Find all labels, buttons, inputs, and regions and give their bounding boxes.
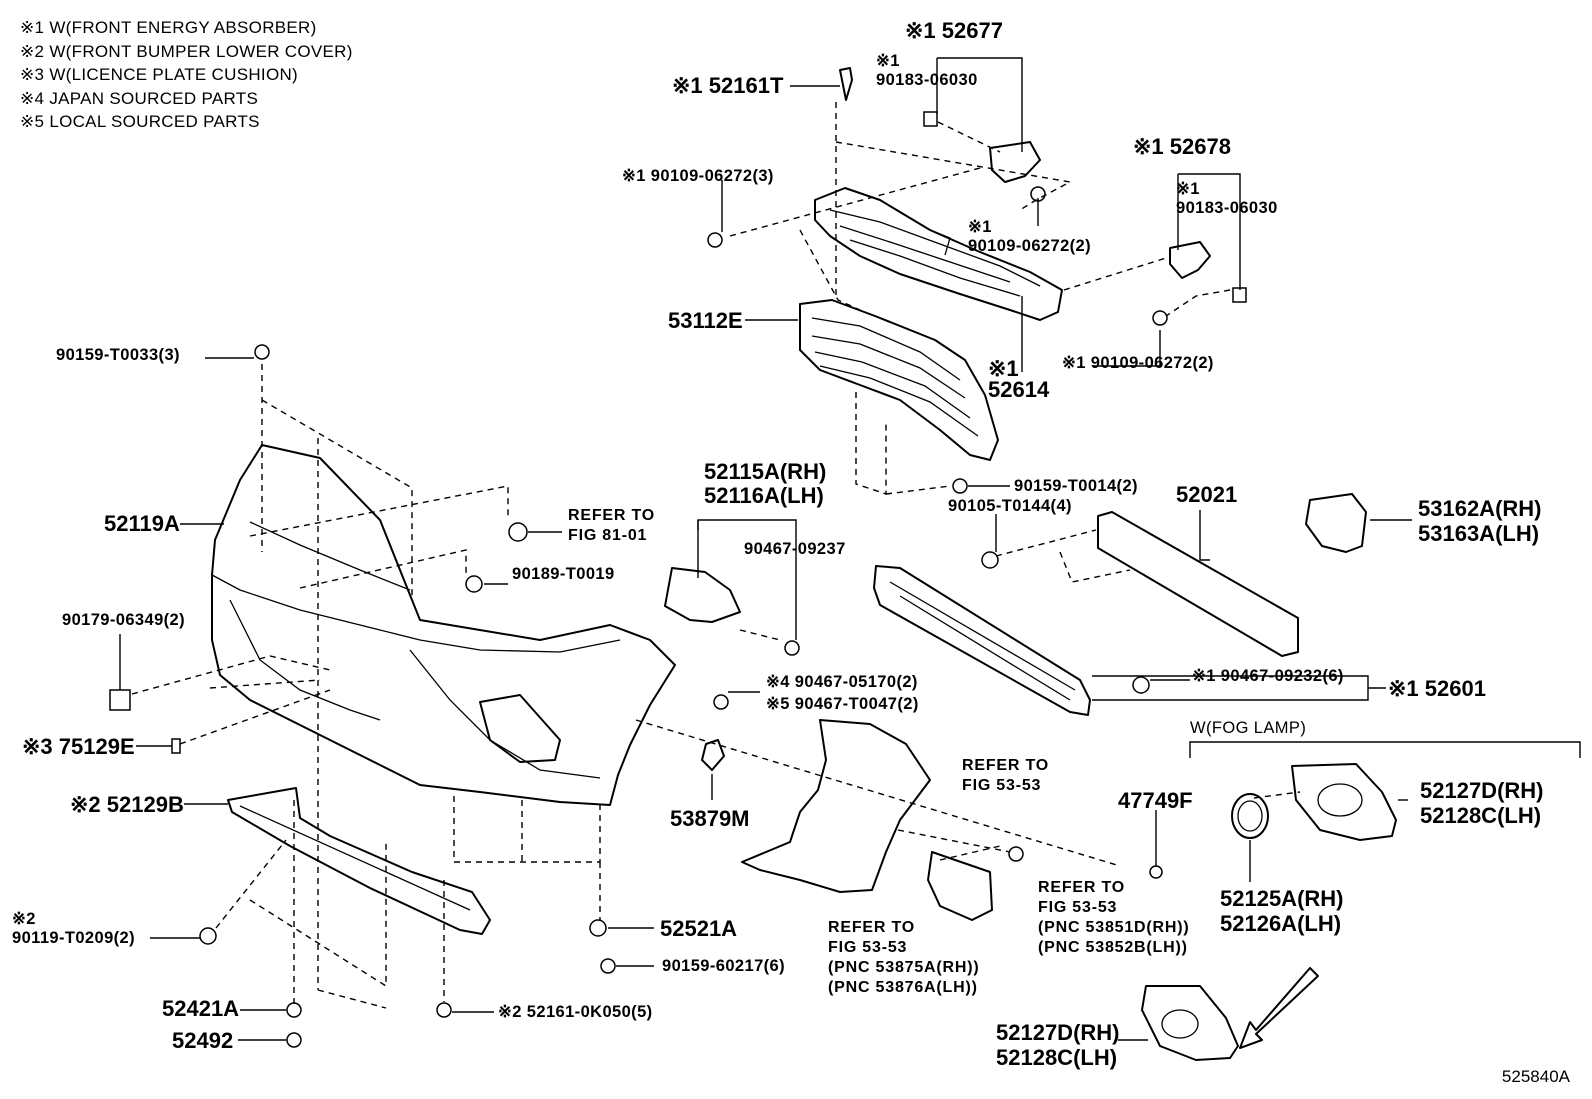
label-fog-lamp: W(FOG LAMP) <box>1190 719 1307 737</box>
leader-lines <box>119 57 1412 1041</box>
legend-item-5: ※5 LOCAL SOURCED PARTS <box>20 112 260 131</box>
label-90179-06349: 90179-06349(2) <box>62 611 186 629</box>
label-52421A: 52421A <box>162 996 240 1021</box>
label-52614: ※1 52614 <box>988 356 1050 402</box>
label-90159-60217: 90159-60217(6) <box>662 957 786 975</box>
label-53162A: 53162A(RH) 53163A(LH) <box>1418 496 1542 546</box>
fasteners <box>109 67 1168 1048</box>
bumper-cover-52119A <box>211 444 676 806</box>
bracket-52677 <box>923 111 1041 183</box>
grille-53112E <box>799 299 999 461</box>
label-53112E: 53112E <box>668 308 743 333</box>
label-52492: 52492 <box>172 1028 234 1053</box>
legend-item-2: ※2 W(FRONT BUMPER LOWER COVER) <box>20 41 353 61</box>
fog-lamp-cover-lower <box>1141 985 1239 1061</box>
label-52601: ※1 52601 <box>1388 676 1486 701</box>
label-52521A: 52521A <box>660 916 738 941</box>
label-52677: ※1 52677 <box>905 18 1003 43</box>
fog-lamp-cover-upper <box>1291 763 1397 841</box>
reinforcement-52021 <box>1097 511 1299 657</box>
illustration-code: 525840A <box>1501 1067 1570 1086</box>
label-52678: ※1 52678 <box>1133 134 1231 159</box>
label-52021: 52021 <box>1176 482 1238 507</box>
refer-fig-53-53-a: REFER TO FIG 53-53 <box>962 757 1050 794</box>
bracket-53162A <box>1305 493 1367 553</box>
label-52127D-lower: 52127D(RH) 52128C(LH) <box>996 1020 1120 1070</box>
label-90159-T0014: 90159-T0014(2) <box>1014 477 1138 495</box>
legend: ※1 W(FRONT ENERGY ABSORBER) ※2 W(FRONT B… <box>20 16 353 134</box>
fog-lamp-ring <box>1231 793 1269 839</box>
label-47749F: 47749F <box>1118 788 1193 813</box>
label-52129B: ※2 52129B <box>70 792 184 817</box>
label-52119A: 52119A <box>104 511 180 536</box>
label-52161-0K050: ※2 52161-0K050(5) <box>498 1003 653 1021</box>
clip-53879M <box>701 739 725 771</box>
side-bracket-52115A <box>664 567 741 623</box>
legend-item-1: ※1 W(FRONT ENERGY ABSORBER) <box>20 18 317 37</box>
legend-item-4: ※4 JAPAN SOURCED PARTS <box>20 88 259 108</box>
label-75129E: ※3 75129E <box>22 734 135 759</box>
refer-fig-81-01: REFER TO FIG 81-01 <box>568 507 656 544</box>
label-90467-T0047: ※5 90467-T0047(2) <box>766 695 919 713</box>
label-90159-T0033: 90159-T0033(3) <box>56 346 180 364</box>
label-52125A: 52125A(RH) 52126A(LH) <box>1220 886 1344 936</box>
lower-cover-52129B <box>227 787 491 935</box>
assembly-lines <box>131 102 1301 1009</box>
direction-arrow <box>1239 967 1319 1049</box>
label-90467-05170: ※4 90467-05170(2) <box>766 673 918 691</box>
label-52115A: 52115A(RH) 52116A(LH) <box>704 459 827 508</box>
mud-guard <box>927 851 993 921</box>
label-90467-09232: ※1 90467-09232(6) <box>1192 667 1344 685</box>
refer-fig-53-53-c: REFER TO FIG 53-53 (PNC 53875A(RH)) (PNC… <box>828 919 980 996</box>
fender-liner <box>741 719 931 893</box>
label-90189-T0019: 90189-T0019 <box>512 565 615 583</box>
label-90183-06030-a: ※1 90183-06030 <box>876 52 978 89</box>
upper-grille-52614 <box>814 187 1063 321</box>
label-90105-T0144: 90105-T0144(4) <box>948 497 1072 515</box>
label-53879M: 53879M <box>670 806 750 831</box>
label-90109-06272-3: ※1 90109-06272(3) <box>622 167 774 185</box>
legend-item-3: ※3 W(LICENCE PLATE CUSHION) <box>20 65 299 84</box>
refer-fig-53-53-b: REFER TO FIG 53-53 (PNC 53851D(RH)) (PNC… <box>1038 879 1190 956</box>
absorber-52601 <box>873 565 1091 716</box>
label-90183-06030-b: ※1 90183-06030 <box>1176 180 1278 217</box>
bracket-52678 <box>1169 241 1247 303</box>
label-90467-09237: 90467-09237 <box>744 540 846 558</box>
label-90109-06272-2a: ※1 90109-06272(2) <box>968 218 1092 255</box>
label-52161T: ※1 52161T <box>672 73 784 98</box>
fog-lamp-bracket <box>1189 741 1581 758</box>
label-52127D-upper: 52127D(RH) 52128C(LH) <box>1420 778 1544 828</box>
label-90109-06272-2b: ※1 90109-06272(2) <box>1062 354 1214 372</box>
label-90119-T0209: ※2 90119-T0209(2) <box>12 910 136 947</box>
